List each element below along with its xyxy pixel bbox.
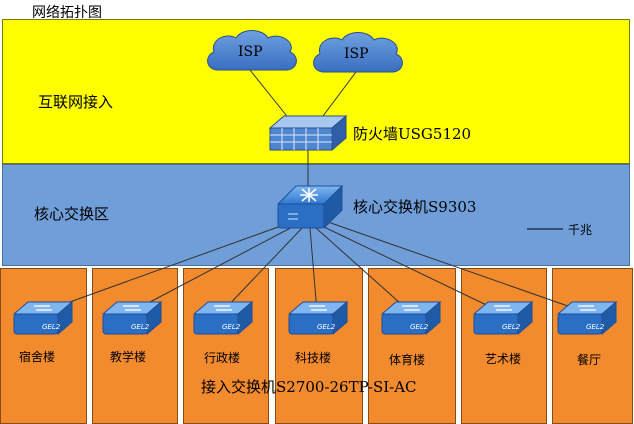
building-label: 科技楼 bbox=[295, 351, 332, 365]
access-box-tech bbox=[275, 268, 363, 424]
link-core-teaching bbox=[130, 223, 299, 313]
link-core-dorm bbox=[41, 221, 293, 313]
switch-badge: GEL2 bbox=[410, 323, 429, 331]
access-switch-label: 接入交换机S2700-26TP-SI-AC bbox=[201, 378, 417, 396]
link-isp1-firewall bbox=[249, 69, 291, 121]
diagram-title: 网络拓扑图 bbox=[32, 5, 102, 21]
access-box-canteen bbox=[552, 268, 633, 424]
switch-badge: GEL2 bbox=[586, 323, 605, 331]
core-switch-icon bbox=[276, 184, 344, 230]
firewall-icon bbox=[268, 114, 348, 152]
building-label: 艺术楼 bbox=[485, 352, 522, 366]
internet-zone-label: 互联网接入 bbox=[38, 93, 114, 111]
link-core-tech bbox=[309, 227, 318, 313]
access-switch-icon: GEL2 bbox=[101, 300, 163, 336]
access-switch-icon: GEL2 bbox=[192, 300, 254, 336]
switch-badge: GEL2 bbox=[502, 323, 521, 331]
access-switch-icon: GEL2 bbox=[472, 300, 534, 336]
isp-label: ISP bbox=[238, 44, 263, 60]
access-box-teaching bbox=[92, 268, 178, 424]
access-switch-icon: GEL2 bbox=[380, 300, 442, 336]
building-label: 宿舍楼 bbox=[19, 350, 56, 364]
cloud-icon bbox=[207, 30, 297, 71]
core-zone-label: 核心交换区 bbox=[34, 205, 110, 223]
isp-label: ISP bbox=[344, 46, 369, 62]
legend-label: 千兆 bbox=[568, 223, 593, 237]
building-label: 体育楼 bbox=[389, 353, 426, 367]
link-isp2-firewall bbox=[319, 71, 357, 121]
link-core-canteen bbox=[327, 221, 586, 313]
switch-badge: GEL2 bbox=[131, 323, 150, 331]
access-switch-icon: GEL2 bbox=[556, 300, 618, 336]
core-switch-label: 核心交换机S9303 bbox=[353, 198, 477, 216]
switch-badge: GEL2 bbox=[42, 323, 61, 331]
building-label: 教学楼 bbox=[110, 350, 147, 364]
link-core-arts bbox=[321, 225, 502, 313]
access-box-dorm bbox=[0, 268, 87, 424]
switch-badge: GEL2 bbox=[317, 323, 336, 331]
building-label: 餐厅 bbox=[577, 353, 602, 367]
switch-badge: GEL2 bbox=[222, 323, 241, 331]
firewall-label: 防火墙USG5120 bbox=[353, 125, 472, 143]
access-box-sports bbox=[368, 268, 456, 424]
building-label: 行政楼 bbox=[204, 351, 241, 365]
cloud-icon bbox=[313, 32, 403, 73]
access-switch-icon: GEL2 bbox=[12, 300, 74, 336]
link-core-admin bbox=[221, 225, 305, 313]
link-core-sports bbox=[315, 227, 411, 313]
access-switch-icon: GEL2 bbox=[287, 300, 349, 336]
